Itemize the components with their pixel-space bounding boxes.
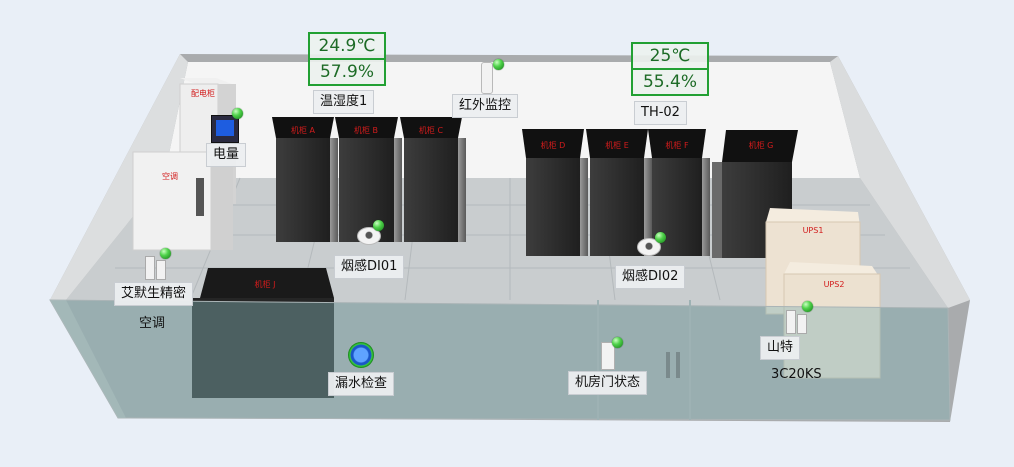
- ups-sensor-icon[interactable]: [786, 310, 796, 334]
- door-label: 机房门状态: [568, 371, 648, 395]
- water-leak-icon[interactable]: [348, 342, 374, 368]
- cabinet-c-label: 机柜 C: [418, 126, 444, 135]
- infrared-label: 红外监控: [452, 94, 519, 118]
- smoke-1-label: 烟感DI01: [334, 255, 405, 279]
- cabinet-a-label: 机柜 A: [290, 126, 315, 135]
- cabinet-e[interactable]: [586, 129, 652, 256]
- cabinet-a[interactable]: [272, 117, 338, 242]
- smoke-2-status-icon: [655, 232, 666, 243]
- ups-2[interactable]: [783, 262, 881, 379]
- ups-device-label-2: 3C20KS: [771, 367, 822, 382]
- air-conditioner[interactable]: [132, 151, 233, 251]
- cabinet-b-label: 机柜 B: [353, 126, 379, 135]
- cabinet-c[interactable]: [400, 117, 466, 242]
- cabinet-f-label: 机柜 F: [665, 141, 689, 150]
- air-conditioner-status-icon: [160, 248, 171, 259]
- ups-sensor2-icon: [797, 314, 807, 334]
- power-meter-icon[interactable]: [211, 115, 239, 143]
- cabinet-g-label: 机柜 G: [748, 141, 774, 150]
- air-conditioner-device-label-2: 空调: [139, 316, 166, 331]
- th-02-label: TH-02: [634, 101, 687, 125]
- smoke-detector-2-icon[interactable]: [637, 238, 661, 256]
- smoke-1-status-icon: [373, 220, 384, 231]
- room-door[interactable]: [597, 300, 691, 420]
- water-leak-label: 漏水检查: [328, 372, 395, 396]
- infrared-status-icon: [493, 59, 504, 70]
- smoke-detector-1-icon[interactable]: [357, 227, 381, 245]
- air-conditioner-label: 空调: [162, 172, 178, 181]
- ups2-label: UPS2: [823, 280, 845, 289]
- front-glass-wall: [49, 299, 951, 421]
- distribution-cabinet-label: 配电柜: [191, 89, 215, 98]
- temp-humidity-1-readout[interactable]: 24.9℃ 57.9%: [308, 32, 386, 86]
- air-conditioner-sensor2-icon: [156, 260, 166, 280]
- left-wall: [50, 54, 188, 300]
- power-meter-label: 电量: [206, 143, 247, 167]
- air-conditioner-device-label: 艾默生精密: [114, 282, 194, 306]
- power-meter-status-icon: [232, 108, 243, 119]
- cabinet-f[interactable]: [648, 129, 710, 256]
- cabinet-d[interactable]: [522, 129, 588, 256]
- th-02-temperature: 25℃: [649, 46, 691, 66]
- left-glass-panel: [50, 300, 126, 418]
- right-wall: [830, 56, 970, 308]
- door-status-icon: [612, 337, 623, 348]
- smoke-2-label: 烟感DI02: [615, 265, 686, 289]
- temp-humidity-1-label: 温湿度1: [313, 90, 375, 114]
- temp-humidity-1-humidity: 57.9%: [310, 58, 384, 84]
- door-sensor-icon[interactable]: [601, 342, 615, 370]
- th-02-humidity: 55.4%: [633, 68, 707, 94]
- ups-status-icon: [802, 301, 813, 312]
- cabinet-b[interactable]: [335, 117, 402, 242]
- infrared-sensor-icon[interactable]: [481, 62, 493, 94]
- air-conditioner-sensor-icon[interactable]: [145, 256, 155, 280]
- cabinet-d-label: 机柜 D: [540, 141, 566, 150]
- cabinet-j-label: 机柜 J: [254, 280, 276, 289]
- ups1-label: UPS1: [802, 226, 824, 235]
- ups-device-label: 山特: [760, 336, 801, 360]
- cabinet-j[interactable]: [192, 268, 334, 398]
- th-02-readout[interactable]: 25℃ 55.4%: [631, 42, 709, 96]
- cabinet-e-label: 机柜 E: [605, 141, 629, 150]
- temp-humidity-1-temperature: 24.9℃: [318, 36, 376, 56]
